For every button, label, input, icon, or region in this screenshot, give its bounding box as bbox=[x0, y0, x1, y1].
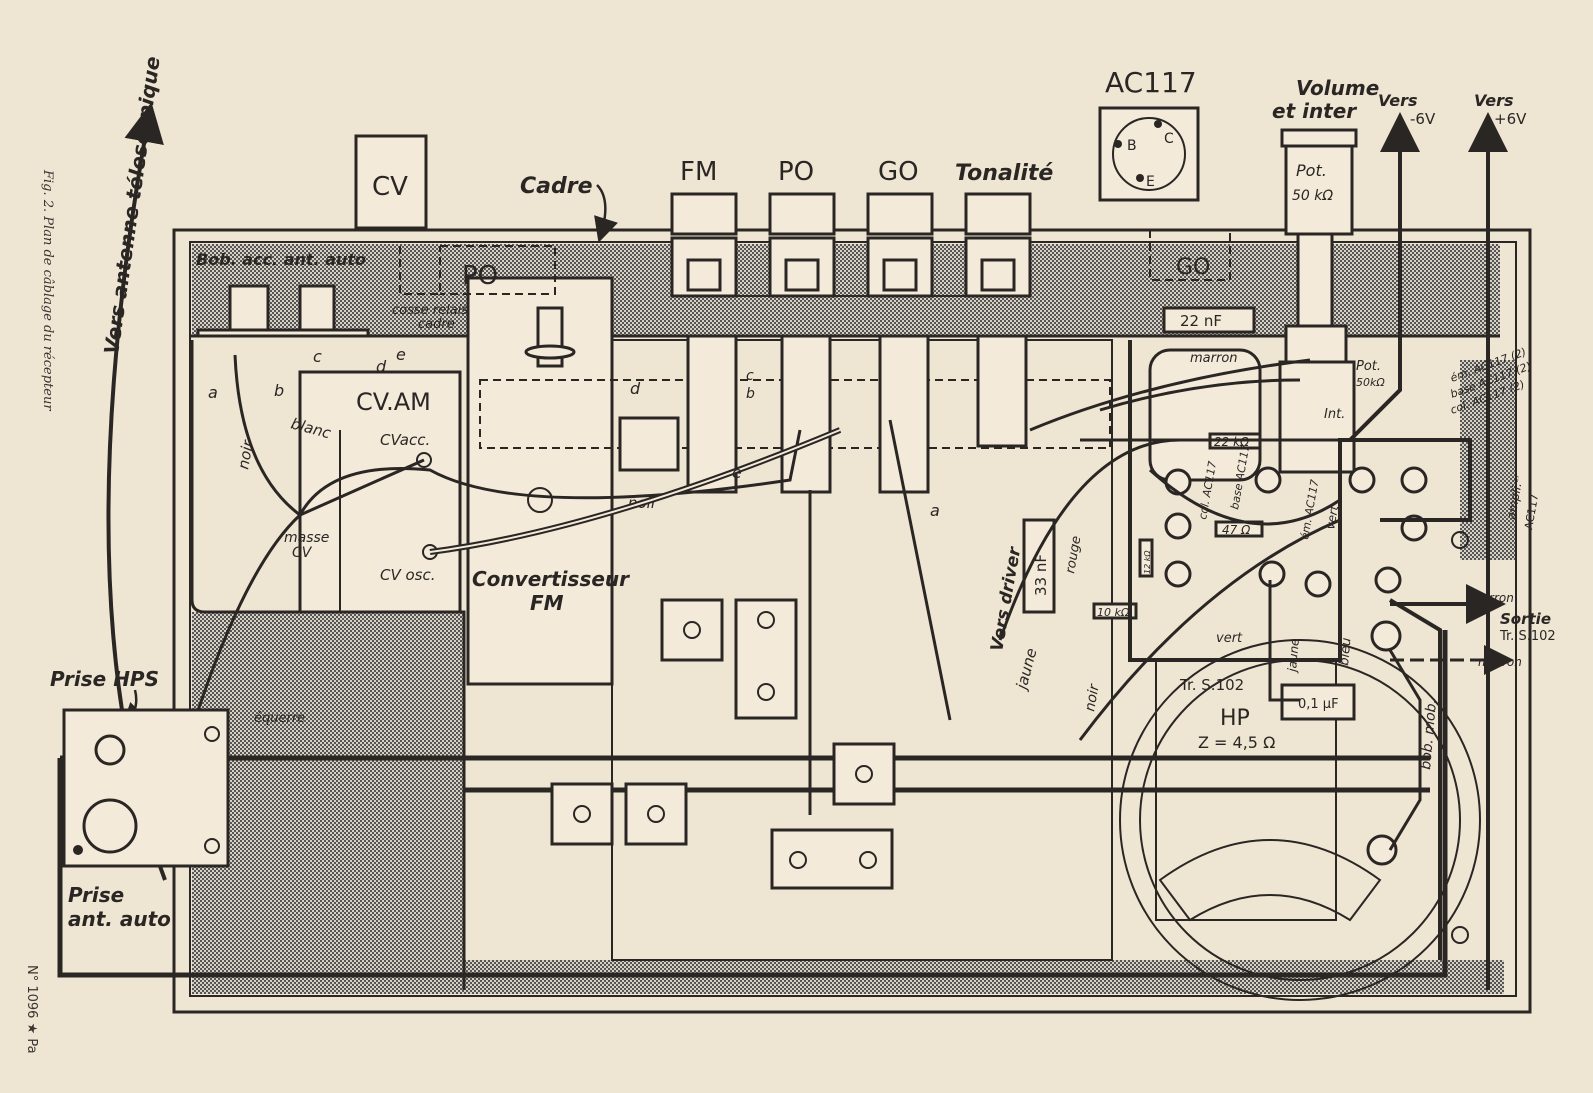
d-label: d bbox=[376, 357, 387, 376]
e-label: e bbox=[396, 345, 406, 364]
c01uf-label: 0,1 µF bbox=[1298, 697, 1339, 712]
b-label: b bbox=[274, 381, 284, 400]
cosse-label: cosse relais bbox=[392, 303, 468, 318]
ac117-pinout: AC117 B C E bbox=[1098, 66, 1200, 202]
go-label: GO bbox=[878, 157, 919, 187]
po-coil-label: PO bbox=[462, 261, 498, 291]
switch-po[interactable]: PO bbox=[768, 157, 836, 494]
impedance-label: Z = 4,5 Ω bbox=[1198, 733, 1275, 752]
marron-bottom-label: marron bbox=[1478, 655, 1522, 669]
jaune2-label: jaune bbox=[1285, 638, 1302, 674]
c-label: c bbox=[746, 368, 754, 384]
vers-minus-line2-label: -6V bbox=[1410, 110, 1436, 128]
convertisseur-line2-label: FM bbox=[530, 591, 564, 615]
pot-line2-label: 50 kΩ bbox=[1292, 188, 1333, 204]
ac117-title-label: AC117 bbox=[1105, 66, 1197, 99]
volume-line2-label: et inter bbox=[1272, 99, 1357, 123]
pin-c-label: C bbox=[1164, 131, 1174, 147]
r10k-label: 10 kΩ bbox=[1097, 606, 1130, 619]
pin-e-label: E bbox=[1146, 174, 1155, 190]
r47-label: 47 Ω bbox=[1222, 523, 1251, 537]
pot-label: Pot. bbox=[1356, 359, 1381, 374]
vert2-label: vert bbox=[1216, 631, 1243, 646]
cv-knob bbox=[354, 134, 428, 230]
prise-hps-label: Prise HPS bbox=[50, 667, 159, 691]
a-label: a bbox=[208, 383, 218, 402]
cadre-label: Cadre bbox=[520, 174, 593, 199]
prise-ant-line1-label: Prise bbox=[68, 883, 124, 907]
sortie-line1-label: Sortie bbox=[1500, 610, 1551, 628]
c-label: c bbox=[313, 347, 322, 366]
r12k-label: 12 kΩ bbox=[1143, 550, 1152, 574]
convertisseur-line1-label: Convertisseur bbox=[472, 567, 630, 591]
pin-b-label: B bbox=[1127, 138, 1137, 154]
cv-osc-label: CV osc. bbox=[380, 566, 436, 584]
vert-label: vert bbox=[1323, 503, 1341, 530]
supply-leads: Vers -6V Vers +6V bbox=[1348, 91, 1527, 990]
left-section: Vers antenne télescopique Bob. acc. ant.… bbox=[50, 55, 842, 931]
a-label: a bbox=[930, 501, 940, 520]
e-label: e bbox=[732, 463, 742, 482]
int-label: Int. bbox=[1324, 407, 1345, 422]
c33nf-label: 33 nF bbox=[1032, 554, 1050, 596]
switch-fm[interactable]: FM bbox=[670, 157, 738, 494]
masse-line1-label: masse bbox=[284, 530, 329, 546]
vers-driver-label: Vers driver bbox=[987, 544, 1025, 653]
d-label: d bbox=[630, 379, 641, 398]
figure-caption: Fig. 2. Plan de câblage du récepteur bbox=[40, 169, 55, 411]
go-coil-label: GO bbox=[1176, 255, 1210, 280]
pot-val-label: 50kΩ bbox=[1356, 376, 1385, 389]
vers-plus-line2-label: +6V bbox=[1494, 110, 1527, 128]
b-label: b bbox=[746, 386, 755, 402]
pot-line1-label: Pot. bbox=[1296, 161, 1327, 180]
page-footer: N° 1096 ★ Pa bbox=[24, 965, 39, 1054]
c22nf-label: 22 nF bbox=[1180, 312, 1222, 330]
po-label: PO bbox=[778, 157, 814, 187]
volume-pot[interactable]: Volume et inter Pot. 50 kΩ bbox=[1272, 76, 1379, 474]
noir-label: noir bbox=[1082, 682, 1103, 713]
equerre-label: équerre bbox=[254, 711, 305, 726]
switch-tonalite[interactable]: Tonalité bbox=[955, 161, 1053, 448]
cv-acc-label: CVacc. bbox=[380, 431, 430, 449]
ampli2-label: AC117 bbox=[1522, 493, 1541, 531]
tonalite-label: Tonalité bbox=[955, 161, 1053, 186]
prise-ant-line2-label: ant. auto bbox=[68, 907, 171, 931]
masse-line2-label: CV bbox=[292, 545, 313, 561]
switch-go[interactable]: GO bbox=[866, 157, 934, 494]
sortie-line2-label: Tr. S.102 bbox=[1499, 629, 1556, 644]
vers-minus-line1-label: Vers bbox=[1378, 91, 1417, 110]
bob-acc-label: Bob. acc. ant. auto bbox=[196, 250, 366, 269]
cv-am-label: CV.AM bbox=[356, 388, 431, 416]
center-pads: d c b e a bbox=[550, 368, 952, 890]
cosse2-label: cadre bbox=[418, 317, 455, 332]
rouge-label: rouge bbox=[1063, 535, 1084, 575]
tr-s102-label: Tr. S.102 bbox=[1179, 676, 1244, 694]
fm-label: FM bbox=[680, 157, 717, 187]
jaune-label: jaune bbox=[1012, 646, 1041, 693]
antenna-label: Vers antenne télescopique bbox=[99, 55, 165, 356]
hp-label: HP bbox=[1220, 706, 1250, 731]
vers-plus-line1-label: Vers bbox=[1474, 91, 1513, 110]
bob-mob-label: bob. mob. bbox=[1418, 698, 1440, 770]
volume-line1-label: Volume bbox=[1296, 76, 1379, 100]
cv-label: CV bbox=[372, 172, 408, 202]
marron-label: marron bbox=[1190, 351, 1238, 366]
cv-am-capacitor bbox=[298, 370, 462, 614]
top-controls: CV Cadre FM PO GO T bbox=[354, 66, 1527, 990]
